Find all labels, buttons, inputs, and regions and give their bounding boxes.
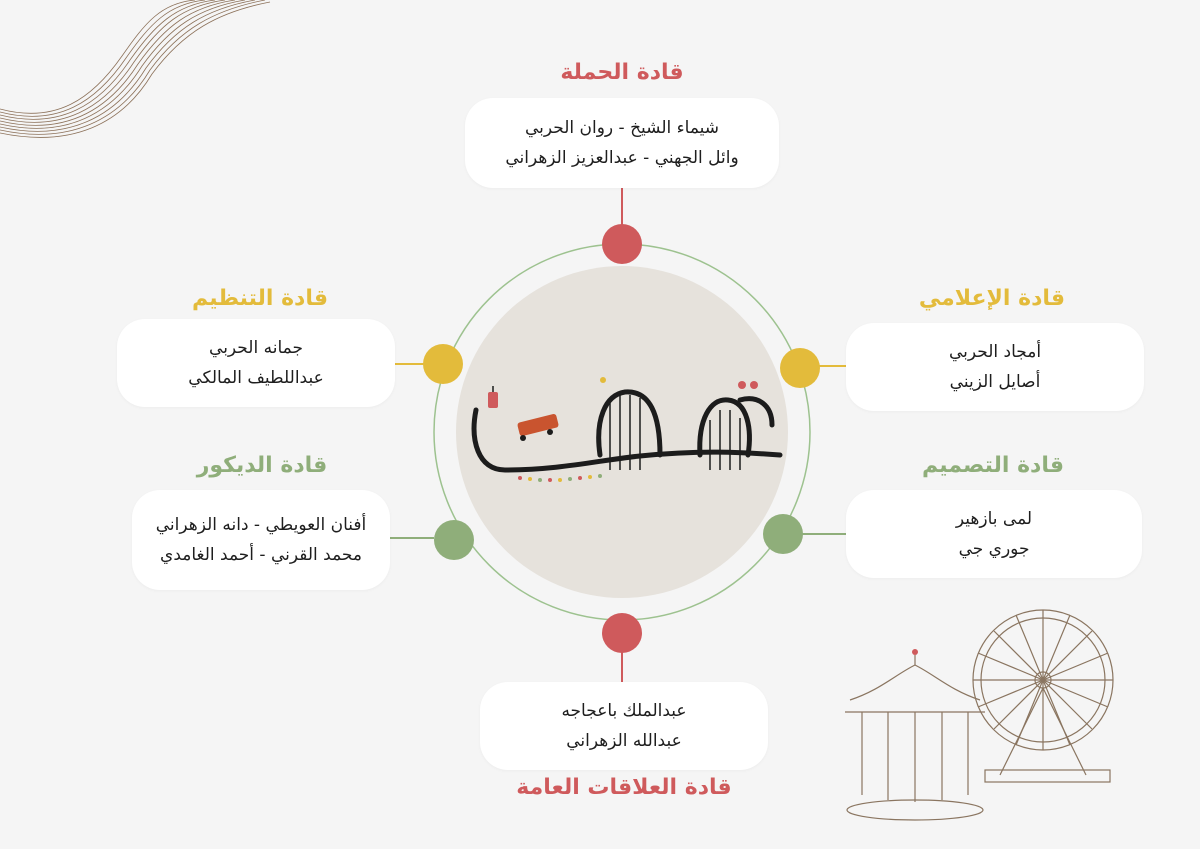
- organizing-leaders-box: جمانه الحربي عبداللطيف المالكي: [117, 319, 395, 407]
- media-leaders-line2: أصايل الزيني: [949, 372, 1041, 392]
- node-right-top: [780, 348, 820, 388]
- public-relations-leaders-box: عبدالملك باعجاجه عبدالله الزهراني: [480, 682, 768, 770]
- node-right-bottom: [763, 514, 803, 554]
- public-relations-leaders-line2: عبدالله الزهراني: [566, 731, 682, 751]
- logo-dots-icon: [600, 377, 758, 389]
- campaign-leaders-box: شيماء الشيخ - روان الحربي وائل الجهني - …: [465, 98, 779, 188]
- ferris-wheel-carousel-illustration: [845, 609, 1114, 821]
- media-leaders-box: أمجاد الحربي أصايل الزيني: [846, 323, 1144, 411]
- decor-leaders-box: أفنان العويطي - دانه الزهراني محمد القرن…: [132, 490, 390, 590]
- blood-bag-icon: [488, 386, 498, 408]
- media-leaders-line1: أمجاد الحربي: [948, 342, 1042, 362]
- organizing-leaders-title: قادة التنظيم: [191, 286, 329, 311]
- design-leaders-box: لمى بازهير جوري جي: [846, 490, 1142, 578]
- coaster-cart-icon: [517, 414, 559, 441]
- center-disc: [456, 266, 788, 598]
- public-relations-leaders-title: قادة العلاقات العامة: [516, 775, 732, 800]
- media-leaders-title: قادة الإعلامي: [918, 286, 1066, 311]
- node-left-bottom: [434, 520, 474, 560]
- organizing-leaders-line2: عبداللطيف المالكي: [188, 368, 324, 388]
- decor-leaders-title: قادة الديكور: [196, 453, 328, 478]
- campaign-leaders-line2: وائل الجهني - عبدالعزيز الزهراني: [505, 148, 739, 168]
- node-bottom: [602, 613, 642, 653]
- design-leaders-line1: لمى بازهير: [955, 509, 1033, 529]
- campaign-leaders-title: قادة الحملة: [560, 60, 684, 85]
- design-leaders-line2: جوري جي: [958, 539, 1030, 559]
- public-relations-leaders-line1: عبدالملك باعجاجه: [561, 701, 687, 721]
- node-left-top: [423, 344, 463, 384]
- decor-leaders-line2: محمد القرني - أحمد الغامدي: [160, 545, 362, 565]
- roller-coaster-logo: [471, 389, 783, 473]
- ribbon-wave-illustration: [0, 0, 271, 138]
- coaster-track-supports: [609, 395, 741, 470]
- decor-leaders-line1: أفنان العويطي - دانه الزهراني: [155, 515, 367, 535]
- node-top: [602, 224, 642, 264]
- campaign-leaders-line1: شيماء الشيخ - روان الحربي: [524, 118, 720, 138]
- coaster-lights-icon: [518, 474, 602, 482]
- design-leaders-title: قادة التصميم: [921, 453, 1065, 478]
- organizing-leaders-line1: جمانه الحربي: [209, 338, 303, 358]
